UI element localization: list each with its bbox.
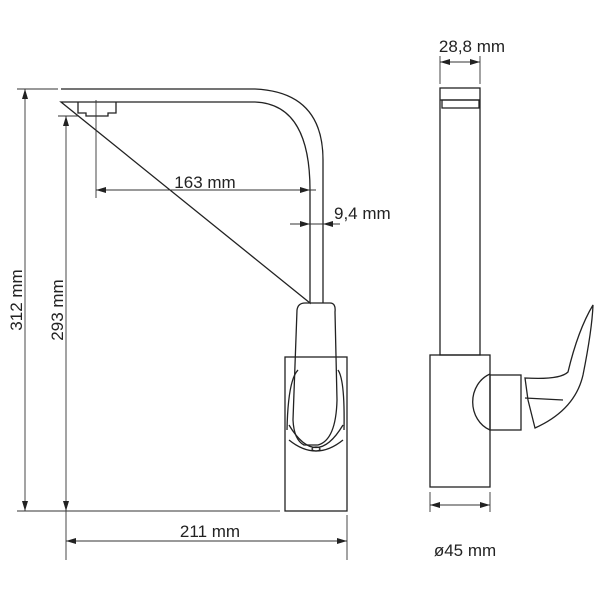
dimension-28-8: 28,8 mm bbox=[439, 37, 505, 84]
dimension-label-spout-width: 28,8 mm bbox=[439, 37, 505, 56]
spout-pipe-side bbox=[439, 87, 481, 356]
dimension-label-spout-reach: 163 mm bbox=[174, 173, 235, 192]
dimension-label-pipe-diameter: 9,4 mm bbox=[334, 204, 391, 223]
lever-handle bbox=[292, 302, 338, 446]
lever-side bbox=[524, 304, 594, 429]
aerator-side bbox=[441, 99, 480, 109]
side-view bbox=[429, 87, 594, 488]
dimension-293: 293 mm bbox=[48, 115, 78, 560]
dimension-163: 163 mm bbox=[95, 100, 316, 198]
dimension-9-4: 9,4 mm bbox=[290, 204, 391, 227]
lever-screw bbox=[311, 446, 321, 452]
lever-collar bbox=[286, 369, 345, 452]
base-body bbox=[284, 356, 348, 512]
dimension-45: ø45 mm bbox=[429, 492, 496, 560]
cartridge bbox=[489, 374, 522, 431]
dimension-label-total-height: 312 mm bbox=[7, 269, 26, 330]
front-view bbox=[17, 88, 348, 512]
dimension-312: 312 mm bbox=[7, 88, 58, 511]
dimension-211: 211 mm bbox=[66, 515, 348, 560]
base-body-side bbox=[429, 354, 491, 488]
dimension-label-total-length: 211 mm bbox=[180, 522, 240, 541]
dimension-label-spout-height: 293 mm bbox=[48, 279, 67, 340]
aerator bbox=[77, 102, 117, 117]
hemisphere-cap bbox=[472, 373, 491, 431]
spout-outline bbox=[59, 88, 324, 305]
dimension-label-base-diameter: ø45 mm bbox=[434, 541, 496, 560]
